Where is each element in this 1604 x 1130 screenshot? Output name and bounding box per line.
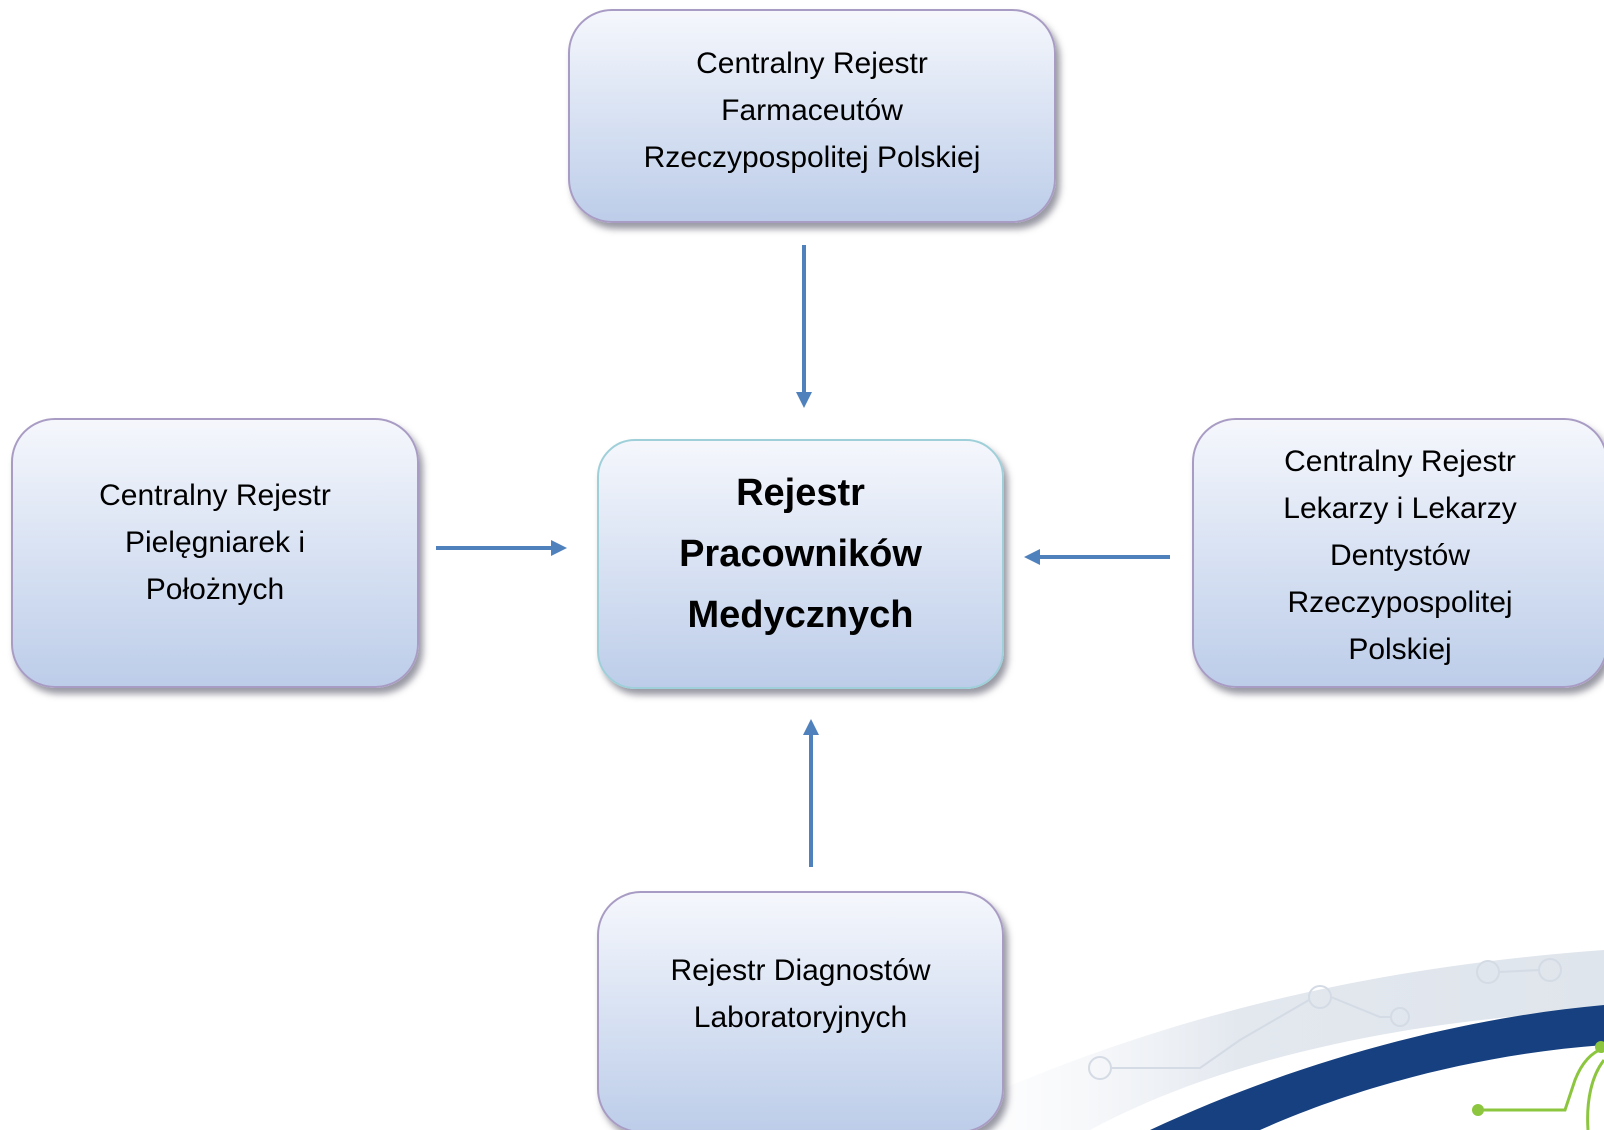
node-label-line: Farmaceutów: [721, 93, 903, 127]
swoosh-navy-band: [1150, 1005, 1604, 1130]
node-medical-workers-register: Rejestr Pracowników Medycznych: [597, 439, 1004, 689]
node-lab-diagnosticians-register: Rejestr Diagnostów Laboratoryjnych: [597, 891, 1004, 1130]
swoosh-green-dot: [1595, 1041, 1604, 1053]
node-label-line: Centralny Rejestr: [696, 46, 928, 80]
node-label-line: Pracowników: [679, 532, 922, 575]
node-label-line: Dentystów: [1329, 538, 1471, 572]
node-label-line: Rejestr Diagnostów: [670, 954, 931, 987]
node-pharmacists-register: Centralny Rejestr Farmaceutów Rzeczyposp…: [568, 9, 1056, 223]
node-label-line: Centralny Rejestr: [1284, 444, 1516, 478]
node-label: Centralny Rejestr Farmaceutów Rzeczyposp…: [644, 40, 981, 181]
node-label-line: Położnych: [145, 572, 285, 606]
node-label-line: Medycznych: [687, 593, 914, 636]
node-label-line: Rzeczypospolitej: [1287, 585, 1513, 619]
node-label-line: Pielęgniarek i: [124, 525, 306, 559]
node-label-line: Laboratoryjnych: [693, 1001, 908, 1034]
node-label: Rejestr Pracowników Medycznych: [679, 463, 922, 646]
swoosh-gray-band: [990, 950, 1604, 1130]
node-label-line: Rejestr: [736, 471, 865, 514]
node-label-line: Centralny Rejestr: [99, 478, 331, 512]
swoosh-green-circuit: [1480, 1046, 1604, 1130]
swoosh-circuit-pattern: [1088, 958, 1562, 1080]
node-nurses-register: Centralny Rejestr Pielęgniarek i Położny…: [11, 418, 419, 688]
node-label: Centralny Rejestr Lekarzy i Lekarzy Dent…: [1283, 438, 1516, 673]
node-label: Centralny Rejestr Pielęgniarek i Położny…: [99, 472, 331, 613]
swoosh-green-dot: [1472, 1104, 1484, 1116]
node-label-line: Polskiej: [1348, 632, 1452, 666]
node-label-line: Rzeczypospolitej Polskiej: [643, 140, 981, 174]
node-doctors-register: Centralny Rejestr Lekarzy i Lekarzy Dent…: [1192, 418, 1604, 688]
node-label: Rejestr Diagnostów Laboratoryjnych: [670, 947, 930, 1041]
node-label-line: Lekarzy i Lekarzy: [1283, 491, 1517, 525]
